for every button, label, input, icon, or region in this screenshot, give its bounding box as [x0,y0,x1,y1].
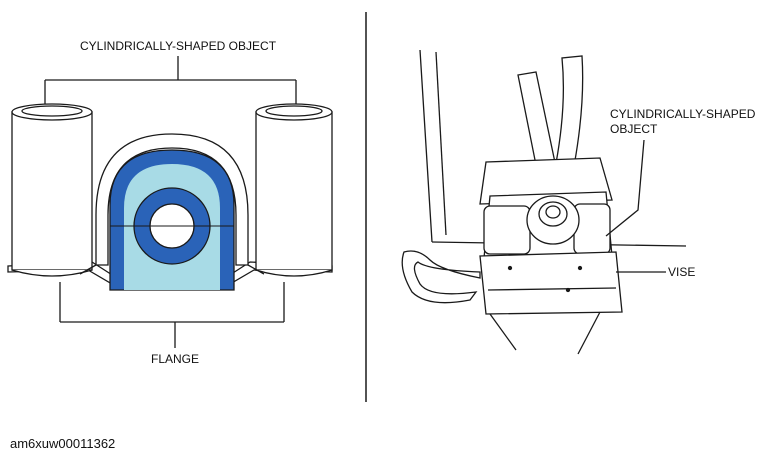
bracket-foot-right [247,264,265,275]
top-label-bracket [44,56,297,106]
figure-code: am6xuw00011362 [10,436,116,451]
cylinder-pointer [605,139,645,237]
bottom-label-bracket [59,282,285,348]
vise-jaws [479,157,613,259]
vise-handle [401,250,481,304]
top-label: CYLINDRICALLY-SHAPED OBJECT [80,39,277,53]
diagram-canvas: CYLINDRICALLY-SHAPED OBJECT FLANGE [7,12,756,402]
left-cylinder [11,103,93,277]
cylinder-label-line1: CYLINDRICALLY-SHAPED [610,107,756,121]
right-cylinder [255,103,333,277]
vise-body [479,251,623,355]
bar-bushing [526,195,580,245]
bracket-foot-left [79,264,97,275]
left-illustration [7,56,333,348]
cylinder-label-line2: OBJECT [610,122,658,136]
vise-label: VISE [668,265,695,279]
right-illustration [401,49,687,355]
flange-label: FLANGE [151,352,199,366]
